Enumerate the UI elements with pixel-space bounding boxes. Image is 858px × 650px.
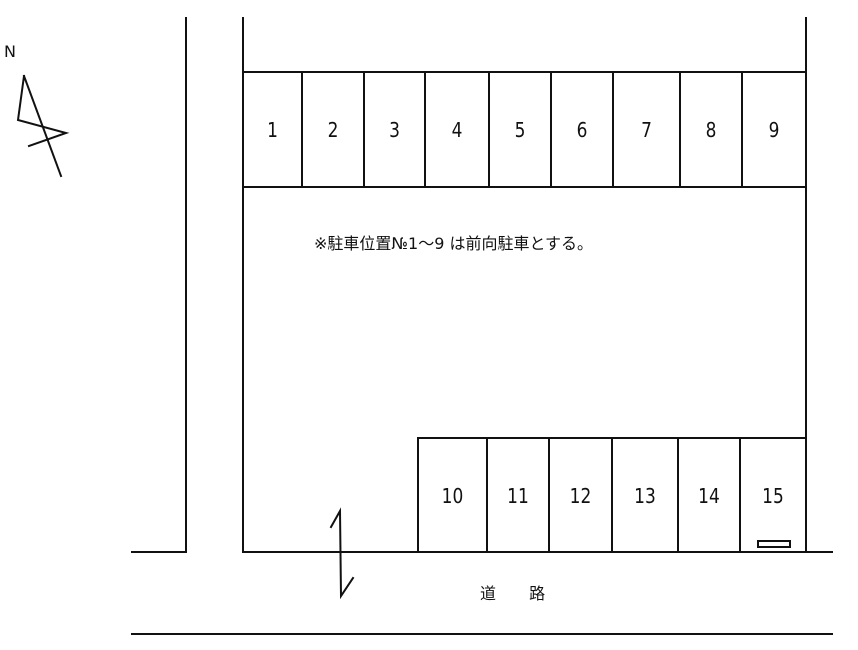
space-label-10: 10 xyxy=(441,484,464,508)
space-label-6: 6 xyxy=(576,118,588,142)
space-label-9: 9 xyxy=(768,118,780,142)
wheel-stop-icon xyxy=(757,540,791,548)
north-label: N xyxy=(4,42,16,61)
space-label-1: 1 xyxy=(267,118,278,142)
north-arrow-icon xyxy=(16,74,70,178)
space-label-4: 4 xyxy=(451,118,463,142)
space-label-13: 13 xyxy=(634,484,656,508)
space-label-14: 14 xyxy=(698,484,720,508)
space-label-3: 3 xyxy=(389,118,400,142)
space-label-8: 8 xyxy=(705,118,717,142)
left-boundary-line xyxy=(131,17,187,553)
lot-left-edge xyxy=(242,17,419,553)
space-label-15: 15 xyxy=(762,484,784,508)
entrance-break-icon xyxy=(329,507,355,600)
space-label-2: 2 xyxy=(327,118,339,142)
bottom-row-spaces xyxy=(417,437,833,553)
road-label: 道 路 xyxy=(480,584,560,603)
parking-note: ※駐車位置№1～9 は前向駐車とする。 xyxy=(314,234,594,253)
top-row-spaces xyxy=(242,71,807,188)
space-label-11: 11 xyxy=(507,484,529,508)
space-label-12: 12 xyxy=(569,484,592,508)
space-label-5: 5 xyxy=(514,118,526,142)
space-label-7: 7 xyxy=(641,118,652,142)
